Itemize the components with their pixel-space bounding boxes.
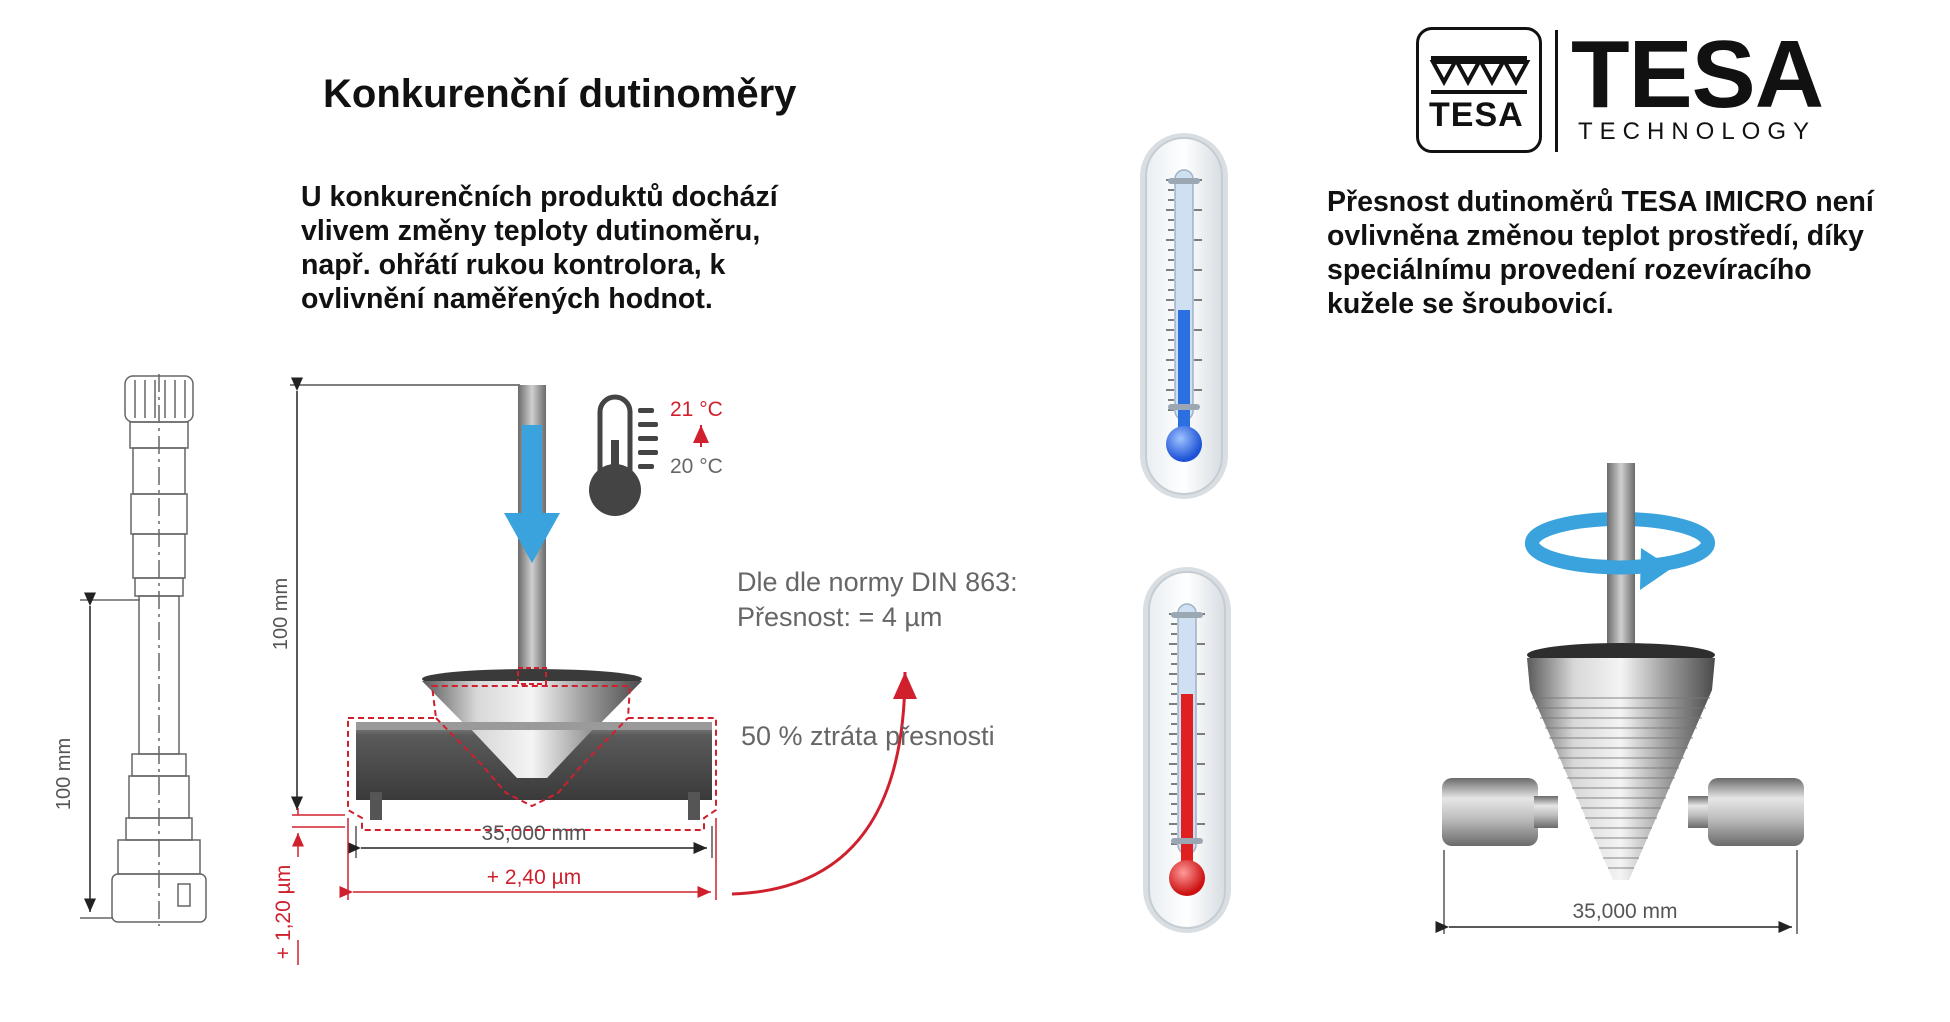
tesa-line-1: Přesnost dutinoměrů TESA IMICRO není [1327,186,1874,218]
tesa-line-3: speciálnímu provedení rozevíracího [1327,254,1812,286]
tesa-description: Přesnost dutinoměrů TESA IMICRO není ovl… [1327,185,1874,321]
hot-thermometer-icon [1143,567,1231,933]
bore-gauge-drawing [80,374,207,926]
tesa-line-4: kužele se šroubovicí. [1327,288,1614,320]
gauge-depth-label: 100 mm [53,738,75,810]
temp-high-label: 21 °C [670,398,723,421]
thermometer-icon [589,394,658,516]
cold-thermometer-icon [1140,133,1228,499]
tesa-logo-mark: TESA [1416,27,1542,153]
expansion-outline [347,685,717,831]
logo-mark-text: TESA [1429,96,1524,134]
tesa-width-label: 35,000 mm [1572,900,1677,923]
logo-tagline: TECHNOLOGY [1578,118,1817,145]
temp-low-label: 20 °C [670,455,723,478]
competitor-line-1: U konkurenčních produktů dochází [301,181,778,213]
push-arrow-shaft [522,425,542,517]
competitor-line-3: např. ohřátí rukou kontrolora, k [301,249,726,281]
anvil-block [356,724,712,800]
tesa-triangles-icon [1429,56,1531,94]
competitor-depth-label: 100 mm [270,578,292,650]
push-arrow-icon [504,513,560,563]
norm-line-2: Přesnost: = 4 µm [737,602,942,632]
left-piston [1442,778,1538,846]
page-title: Konkurenční dutinoměry [323,72,797,116]
threaded-cone [1527,658,1715,880]
tesa-line-2: ovlivněna změnou teplot prostředí, díky [1327,220,1864,252]
loss-curve-arrow [731,671,917,896]
right-piston [1708,778,1804,846]
expanding-cone [422,681,642,793]
competitor-line-4: ovlivnění naměřených hodnot. [301,283,713,315]
competitor-description: U konkurenčních produktů dochází vlivem … [301,180,778,316]
logo-divider [1555,30,1558,152]
depth-change-label: + 1,20 µm [272,865,295,959]
tesa-diagram: 35,000 mm [1435,463,1804,934]
logo-wordmark: TESA [1571,21,1824,128]
width-change-label: + 2,40 µm [487,866,581,889]
competitor-diagram: 100 mm 21 °C 20 °C [270,377,917,965]
competitor-width-label: 35,000 mm [481,822,586,845]
norm-line-1: Dle dle normy DIN 863: [737,567,1018,597]
competitor-line-2: vlivem změny teploty dutinoměru, [301,215,761,247]
accuracy-loss-label: 50 % ztráta přesnosti [741,721,995,751]
